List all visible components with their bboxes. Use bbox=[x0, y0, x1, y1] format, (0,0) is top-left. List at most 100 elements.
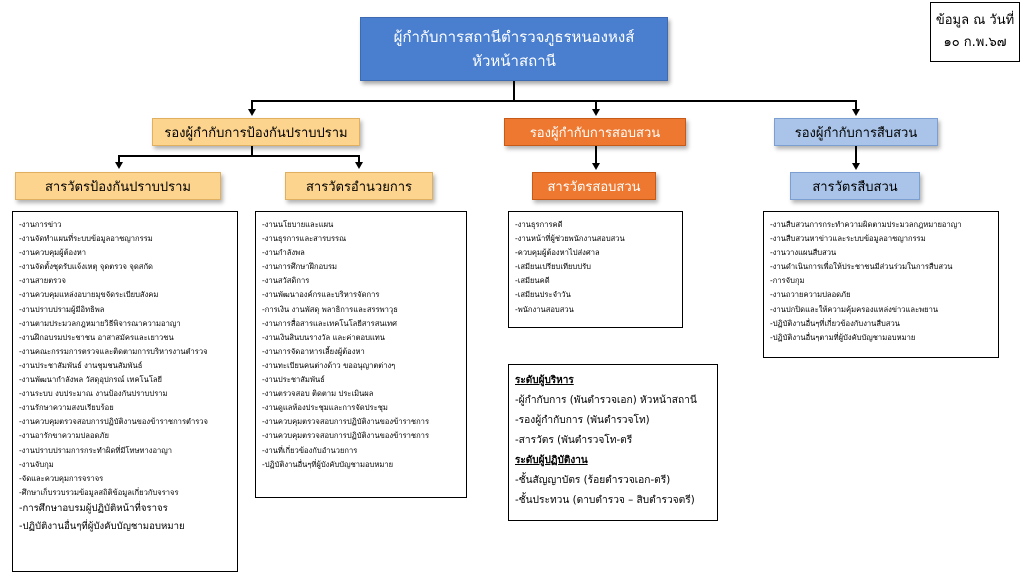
arrow-icon bbox=[852, 163, 860, 170]
list-item: -งานที่เกี่ยวข้องกับอำนวยการ bbox=[262, 445, 358, 455]
list-item: -งานประชาสัมพันธ์ งานชุมชนสัมพันธ์ bbox=[19, 360, 143, 370]
list-item: -งานควบคุมตรวจสอบการปฏิบัติงานของข้าราชก… bbox=[262, 417, 430, 427]
data-date-label: ข้อมูล ณ วันที่ bbox=[935, 13, 1015, 28]
list-item: -งานควบคุมตรวจสอบการปฏิบัติงานของข้าราชก… bbox=[262, 431, 430, 441]
list-item: -งานธุรการคดี bbox=[515, 220, 563, 229]
inspector-investigation-box: สารวัตรสอบสวน bbox=[532, 172, 656, 200]
arrow-icon bbox=[115, 162, 123, 169]
connector-line bbox=[513, 81, 515, 101]
list-item: -ปฏิบัติงานอื่นๆที่ผู้บังคับบัญชามอบหมาย bbox=[19, 520, 185, 532]
deputy-detective-label: รองผู้กำกับการสืบสวน bbox=[794, 125, 918, 141]
deputy-prevention-box: รองผู้กำกับการป้องกันปราบปราม bbox=[152, 118, 360, 146]
list-item: -จัดและควบคุมการจราจร bbox=[19, 473, 104, 483]
list-item: -งานรักษาความสงบเรียบร้อย bbox=[19, 403, 114, 413]
list-item: -งานปราบปรามผู้มีอิทธิพล bbox=[19, 304, 105, 314]
arrow-icon bbox=[852, 109, 860, 116]
list-item: -งานการศึกษาฝึกอบรม bbox=[262, 262, 338, 272]
duties-administration-list: -งานนโยบายและแผน -งานธุรการและสารบรรณ -ง… bbox=[255, 211, 467, 498]
list-item: -งานการข่าว bbox=[19, 220, 62, 229]
list-item: -งานคณะกรรมการตรวจและติดตามการบริหารงานต… bbox=[19, 346, 208, 356]
inspector-detective-label: สารวัตรสืบสวน bbox=[812, 179, 898, 195]
list-item: -งานพัฒนากำลังพล วัสดุอุปกรณ์ เทคโนโลยี bbox=[19, 375, 162, 385]
list-item: -การศึกษาอบรมผู้ปฏิบัติหน้าที่จราจร bbox=[19, 502, 168, 514]
list-item: -พนักงานสอบสวน bbox=[515, 304, 574, 314]
legend-ops-header: ระดับผู้ปฏิบัติงาน bbox=[515, 455, 588, 466]
legend-exec-header: ระดับผู้บริหาร bbox=[515, 375, 574, 386]
deputy-investigation-box: รองผู้กำกับการสอบสวน bbox=[504, 118, 686, 146]
inspector-prevention-box: สารวัตรป้องกันปราบปราม bbox=[15, 172, 221, 200]
list-item: -การเงิน งานพัสดุ พลาธิการและสรรพาวุธ bbox=[262, 304, 398, 314]
arrow-icon bbox=[355, 162, 363, 169]
duties-detective-list: -งานสืบสวนการกระทำความผิดตามประมวลกฎหมาย… bbox=[763, 211, 999, 358]
inspector-administration-label: สารวัตรอำนวยการ bbox=[305, 179, 412, 195]
rank-legend: ระดับผู้บริหาร -ผู้กำกับการ (พันตำรวจเอก… bbox=[508, 364, 718, 521]
list-item: -งานการสื่อสารและเทคโนโลยีสารสนเทศ bbox=[262, 318, 398, 328]
list-item: -งานระบบ งบประมาณ งานป้องกันปราบปราม bbox=[19, 389, 168, 399]
arrow-icon bbox=[248, 109, 256, 116]
list-item: -งานดูแลห้องประชุมและการจัดประชุม bbox=[262, 403, 388, 413]
list-item: -งานจัดทำแผนที่ระบบข้อมูลอาชญากรรม bbox=[19, 234, 153, 244]
station-chief-subtitle: หัวหน้าสถานี bbox=[472, 52, 556, 70]
list-item: -ปฏิบัติงานอื่นๆตามที่ผู้บังคับบัญชามอบห… bbox=[770, 332, 916, 342]
list-item: -งานถวายความปลอดภัย bbox=[770, 290, 851, 300]
connector-line bbox=[358, 155, 360, 163]
legend-item: -ผู้กำกับการ (พันตำรวจเอก) หัวหน้าสถานี bbox=[515, 395, 697, 406]
list-item: -งานตรวจสอบ ติดตาม ประเมินผล bbox=[262, 389, 374, 399]
connector-line bbox=[118, 155, 120, 163]
list-item: -งานสวัสดิการ bbox=[262, 276, 310, 286]
list-item: -งานธุรการและสารบรรณ bbox=[262, 234, 347, 244]
connector-line bbox=[118, 155, 360, 157]
list-item: -งานควบคุมแหล่งอบายมุขจัดระเบียบสังคม bbox=[19, 290, 159, 300]
list-item: -งานนโยบายและแผน bbox=[262, 220, 334, 229]
list-item: -งานฝึกอบรมประชาชน อาสาสมัครและเยาวชน bbox=[19, 332, 174, 342]
list-item: -งานสืบสวนหาข่าวและระบบข้อมูลอาชญากรรม bbox=[770, 234, 926, 244]
legend-item: -รองผู้กำกับการ (พันตำรวจโท) bbox=[515, 415, 650, 426]
arrow-icon bbox=[592, 109, 600, 116]
list-item: -งานประชาสัมพันธ์ bbox=[262, 375, 325, 385]
list-item: -เสมียนคดี bbox=[515, 276, 550, 286]
list-item: -การจับกุม bbox=[770, 276, 805, 286]
legend-item: -สารวัตร (พันตำรวจโท-ตรี bbox=[515, 435, 633, 446]
list-item: -งานสืบสวนการกระทำความผิดตามประมวลกฎหมาย… bbox=[770, 220, 962, 229]
list-item: -ควบคุมผู้ต้องหาไปส่งศาล bbox=[515, 248, 600, 258]
inspector-investigation-label: สารวัตรสอบสวน bbox=[547, 179, 641, 195]
inspector-administration-box: สารวัตรอำนวยการ bbox=[285, 172, 433, 200]
list-item: -งานตามประมวลกฎหมายวิธีพิจารณาความอาญา bbox=[19, 318, 181, 328]
list-item: -ศึกษาเก็บรวบรวมข้อมูลสถิติข้อมูลเกี่ยวก… bbox=[19, 487, 179, 497]
list-item: -งานควบคุมตรวจสอบการปฏิบัติงานของข้าราชก… bbox=[19, 417, 209, 427]
list-item: -งานปกปิดและให้ความคุ้มครองแหล่งข่าวและพ… bbox=[770, 304, 939, 314]
inspector-prevention-label: สารวัตรป้องกันปราบปราม bbox=[45, 179, 191, 195]
list-item: -ปฏิบัติงานอื่นๆที่เกี่ยวข้องกับงานสืบสว… bbox=[770, 318, 900, 328]
deputy-investigation-label: รองผู้กำกับการสอบสวน bbox=[529, 125, 661, 141]
list-item: -งานกำลังพล bbox=[262, 248, 305, 258]
legend-item: -ชั้นสัญญาบัตร (ร้อยตำรวจเอก-ตรี) bbox=[515, 475, 671, 486]
list-item: -เสมียนเปรียบเทียบปรับ bbox=[515, 262, 591, 272]
data-date-value: ๑๐ ก.พ.๖๗ bbox=[943, 35, 1007, 50]
duties-investigation-list: -งานธุรการคดี -งานหน้าที่ผู้ช่วยพนักงานส… bbox=[508, 211, 683, 328]
duties-prevention-list: -งานการข่าว -งานจัดทำแผนที่ระบบข้อมูลอาช… bbox=[12, 211, 238, 572]
list-item: -เสมียนประจำวัน bbox=[515, 290, 571, 300]
station-chief-box: ผู้กำกับการสถานีตำรวจภูธรหนองหงส์ หัวหน้… bbox=[360, 17, 668, 81]
list-item: -งานควบคุมผู้ต้องหา bbox=[19, 248, 87, 258]
connector-line bbox=[595, 146, 597, 164]
legend-item: -ชั้นประทวน (ดาบตำรวจ – สิบตำรวจตรี) bbox=[515, 495, 695, 506]
list-item: -งานหน้าที่ผู้ช่วยพนักงานสอบสวน bbox=[515, 234, 625, 244]
list-item: -งานพัฒนาองค์กรและบริหารจัดการ bbox=[262, 290, 380, 300]
list-item: -งานเงินสินบนรางวัล และค่าตอบแทน bbox=[262, 332, 385, 342]
list-item: -งานวางแผนสืบสวน bbox=[770, 248, 837, 258]
list-item: -งานการจัดอาหารเลี้ยงผู้ต้องหา bbox=[262, 346, 365, 356]
list-item: -งานจับกุม bbox=[19, 459, 54, 469]
station-chief-title: ผู้กำกับการสถานีตำรวจภูธรหนองหงส์ bbox=[393, 28, 635, 46]
connector-line bbox=[251, 100, 253, 110]
connector-line bbox=[855, 100, 857, 110]
list-item: -งานทะเบียนคนต่างด้าว ขออนุญาตต่างๆ bbox=[262, 360, 396, 370]
list-item: -งานปราบปรามการกระทำผิดที่มีโทษทางอาญา bbox=[19, 445, 173, 455]
list-item: -งานจัดตั้งชุดรับแจ้งเหตุ จุดตรวจ จุดสกั… bbox=[19, 262, 153, 272]
connector-line bbox=[855, 146, 857, 164]
connector-line bbox=[595, 100, 597, 110]
inspector-detective-box: สารวัตรสืบสวน bbox=[790, 172, 920, 200]
data-date-box: ข้อมูล ณ วันที่ ๑๐ ก.พ.๖๗ bbox=[930, 2, 1020, 62]
deputy-detective-box: รองผู้กำกับการสืบสวน bbox=[774, 118, 938, 146]
connector-line bbox=[251, 146, 253, 156]
deputy-prevention-label: รองผู้กำกับการป้องกันปราบปราม bbox=[164, 125, 348, 141]
